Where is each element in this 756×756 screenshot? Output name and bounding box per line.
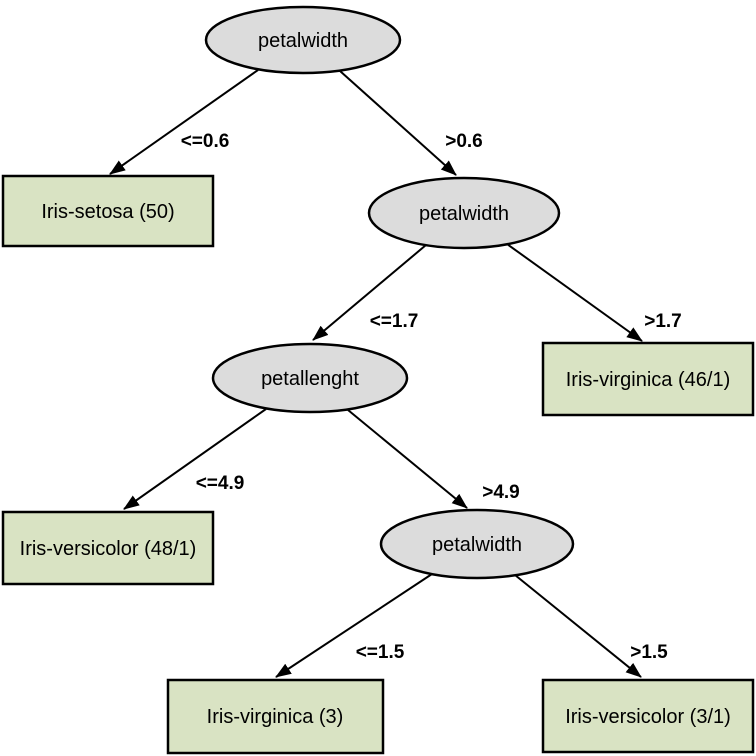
edge-petalwidth2-to-virginica46 <box>506 243 643 342</box>
leaf-node-iris-versicolor-31 <box>541 678 755 754</box>
edge-label: <=0.6 <box>181 131 230 152</box>
edge-label: >0.6 <box>445 131 483 152</box>
leaf-node-label: Iris-versicolor (48/1) <box>20 538 197 560</box>
edge-petallenght-to-versicolor48 <box>123 408 267 510</box>
edge-label: >1.5 <box>630 642 668 663</box>
leaf-node-iris-virginica-46 <box>541 341 755 417</box>
edge-label: <=4.9 <box>196 473 245 494</box>
leaf-node-label: Iris-virginica (46/1) <box>566 369 730 391</box>
edge-label: >1.7 <box>644 311 682 332</box>
edge-petallenght-to-petalwidth4 <box>347 409 468 509</box>
decision-node-label: petalwidth <box>419 203 509 225</box>
tree-edges <box>109 69 643 678</box>
decision-node-root <box>204 5 402 75</box>
decision-node-label: petalwidth <box>258 30 348 52</box>
edge-label: >4.9 <box>482 482 520 503</box>
decision-node-petalwidth-4 <box>379 508 575 580</box>
edge-petalwidth2-to-petallenght <box>312 244 427 341</box>
edge-label: <=1.5 <box>356 642 405 663</box>
decision-node-petallenght <box>211 342 409 414</box>
edge-label: <=1.7 <box>370 311 419 332</box>
leaf-node-label: Iris-versicolor (3/1) <box>565 706 731 728</box>
tree-leaf-nodes: Iris-setosa (50) Iris-virginica (46/1) I… <box>1 174 755 755</box>
edge-root-to-setosa <box>109 69 259 175</box>
tree-edge-labels: <=0.6 >0.6 <=1.7 >1.7 <=4.9 >4.9 <=1.5 >… <box>181 131 682 663</box>
leaf-node-iris-versicolor-48 <box>1 510 215 586</box>
leaf-node-label: Iris-setosa (50) <box>41 201 174 223</box>
decision-node-petalwidth-2 <box>367 176 561 250</box>
leaf-node-iris-virginica-3 <box>166 678 385 755</box>
leaf-node-label: Iris-virginica (3) <box>207 706 344 728</box>
edge-petalwidth4-to-virginica3 <box>275 573 433 678</box>
edge-petalwidth4-to-versicolor31 <box>514 574 642 678</box>
tree-decision-nodes: petalwidth petalwidth petallenght petalw… <box>204 5 575 580</box>
edge-root-to-petalwidth2 <box>339 70 457 176</box>
decision-node-label: petallenght <box>261 368 359 390</box>
decision-node-label: petalwidth <box>432 534 522 556</box>
leaf-node-iris-setosa <box>1 174 215 248</box>
